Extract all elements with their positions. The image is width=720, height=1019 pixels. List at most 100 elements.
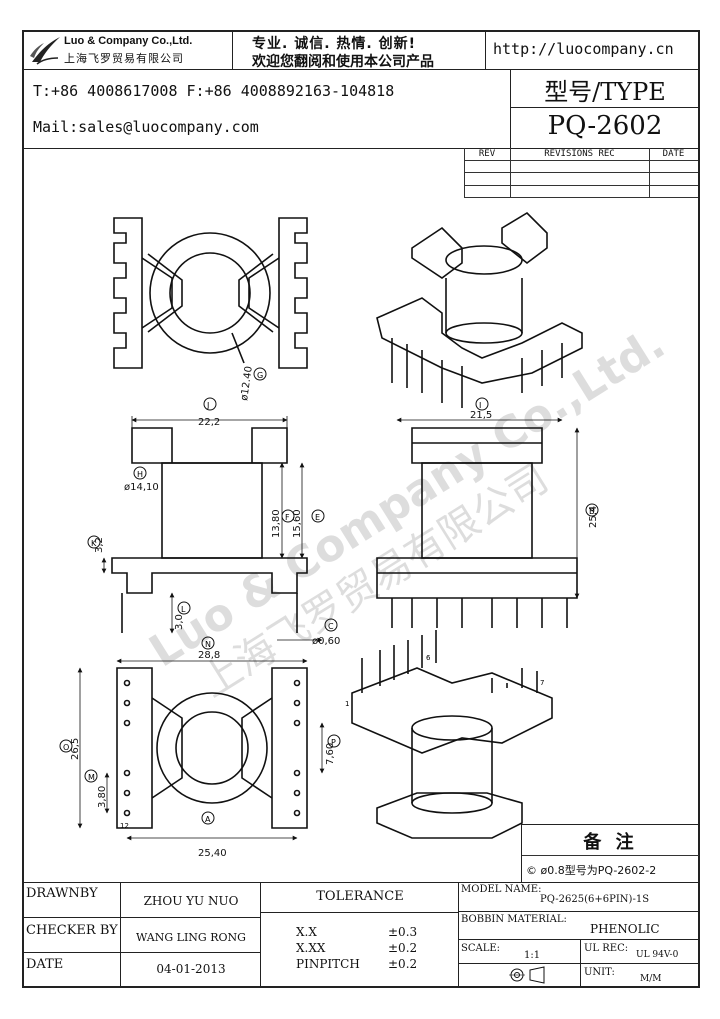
side-view-dims [396, 417, 580, 599]
company-logo-icon [30, 37, 60, 65]
date-header: DATE [662, 149, 685, 159]
bottom-view [116, 667, 308, 829]
pin-number-1: 1 [345, 700, 349, 708]
tb-v1 [120, 882, 121, 988]
drawnby-label: DRAWNBY [26, 886, 98, 901]
contact-email[interactable]: Mail:sales@luocompany.com [33, 118, 259, 136]
company-name-cn: 上海飞罗贸易有限公司 [64, 52, 184, 65]
tb-h4 [458, 939, 700, 940]
model-name-label: MODEL NAME: [461, 884, 542, 895]
dim-bottom-width-circle: N [205, 640, 211, 649]
dim-inner-h2: 15,60 [292, 509, 303, 538]
dim-pin-len-circle: L [181, 605, 186, 614]
unit-label: UNIT: [584, 967, 615, 978]
title-block-top [22, 882, 700, 883]
slogan-line-2: 欢迎您翻阅和使用本公司产品 [252, 54, 434, 70]
front-view [111, 427, 308, 633]
dim-bottom-width: 28,8 [198, 650, 220, 661]
company-url[interactable]: http://luocompany.cn [493, 40, 674, 58]
top-view [113, 217, 308, 369]
checker-label: CHECKER BY [26, 923, 118, 938]
notes-title: 备 注 [583, 832, 638, 853]
dim-inner-h1-circle: F [285, 513, 290, 522]
pin-number-7: 7 [540, 679, 544, 687]
dim-top-view-dia: ø12.40 [239, 365, 255, 401]
dim-mid-pitch-circle: P [331, 738, 336, 747]
tol-pinpitch-label: PINPITCH [296, 957, 360, 971]
dim-mid-pitch: 7,60 [325, 743, 336, 765]
dim-bottom-pin-span-circle: A [205, 815, 211, 824]
dim-pin-pitch-v-circle: M [88, 773, 95, 782]
tol-xxx-label: X.XX [296, 941, 326, 955]
isometric-view-top [376, 211, 583, 408]
dim-inner-h1: 13,80 [271, 509, 282, 538]
dim-side-width: 21,5 [470, 410, 492, 421]
rev-header: REV [478, 149, 496, 159]
dim-pin-len: 3,0 [174, 614, 185, 630]
header-divider-2 [485, 30, 486, 70]
notes-content: © ø0.8型号为PQ-2602-2 [526, 864, 657, 877]
tb-v2 [260, 882, 261, 988]
checker-value: WANG LING RONG [136, 931, 246, 944]
dim-core-dia-circle: H [137, 470, 143, 479]
type-box-left [510, 69, 511, 149]
dim-front-width-circle: J [206, 401, 209, 410]
bobbin-material-label: BOBBIN MATERIAL: [461, 914, 567, 925]
tol-xx-label: X.X [296, 925, 317, 939]
tb-h1 [22, 917, 260, 918]
date-label: DATE [26, 957, 64, 972]
header-bottom-line [22, 69, 700, 70]
phone-fax: T:+86 4008617008 F:+86 4008892163-104818 [33, 82, 395, 100]
date-value: 04-01-2013 [156, 962, 226, 976]
type-label: 型号/TYPE [544, 78, 666, 106]
tb-h3 [458, 911, 700, 912]
dim-flange-h: 3,2 [94, 537, 105, 553]
notes-box: 备 注 © ø0.8型号为PQ-2602-2 [521, 824, 699, 882]
scale-label: SCALE: [461, 943, 501, 954]
tol-pinpitch-value: ±0.2 [388, 957, 418, 971]
dim-front-width: 22,2 [198, 417, 220, 428]
dim-inner-h2-circle: E [315, 513, 320, 522]
dim-pin-pitch-v: 3,80 [97, 786, 108, 808]
tolerance-label: TOLERANCE [316, 889, 404, 904]
isometric-view-bottom [351, 630, 553, 839]
tb-h5 [458, 963, 700, 964]
dim-bottom-height: 26,5 [70, 738, 81, 760]
unit-value: M/M [640, 974, 662, 984]
tb-h-tol [260, 912, 458, 913]
tol-xx-value: ±0.3 [388, 925, 418, 939]
bobbin-technical-drawing: Luo & Company Co.,Ltd. 上海飞罗贸易有限公司 ø12.40… [59, 211, 674, 859]
tb-v4 [580, 939, 581, 988]
dim-core-dia: ø14,10 [124, 482, 159, 493]
type-box-mid [510, 107, 700, 108]
dim-bottom-pin-span: 25,40 [198, 848, 227, 859]
model-name-value: PQ-2625(6+6PIN)-1S [540, 894, 650, 905]
tb-v3 [458, 882, 459, 988]
tol-xxx-value: ±0.2 [388, 941, 418, 955]
company-name-en: Luo & Company Co.,Ltd. [64, 35, 193, 47]
slogan-line-1: 专业. 诚信. 热情. 创新! [252, 36, 416, 52]
tb-h2 [22, 952, 260, 953]
dim-side-width-circle: I [479, 401, 481, 410]
dim-top-view-circle: G [257, 371, 263, 380]
ul-rec-value: UL 94V-0 [636, 950, 679, 960]
bobbin-material-value: PHENOLIC [590, 922, 660, 936]
dim-flange-h-circle: K [91, 539, 97, 548]
revisions-table: REV REVISIONS REC DATE [464, 148, 698, 198]
pin-number-12: 12 [120, 822, 129, 830]
side-view [376, 427, 578, 628]
dim-pin-dia: ø0,60 [312, 636, 340, 647]
front-view-dims [101, 416, 323, 643]
dim-pin-dia-circle: C [328, 622, 334, 631]
pin-number-6: 6 [426, 654, 431, 662]
dim-side-height: 25,4 [588, 506, 599, 528]
drawnby-value: ZHOU YU NUO [143, 894, 239, 908]
scale-value: 1:1 [524, 950, 541, 961]
dim-side-height-circle: B [589, 507, 595, 516]
ul-rec-label: UL REC: [584, 943, 629, 954]
projection-symbol-icon [509, 966, 545, 984]
header-section-end [22, 148, 700, 149]
bottom-view-dims [77, 658, 325, 841]
revisions-rec-header: REVISIONS REC [544, 149, 615, 159]
dim-bottom-height-circle: O [63, 743, 69, 752]
